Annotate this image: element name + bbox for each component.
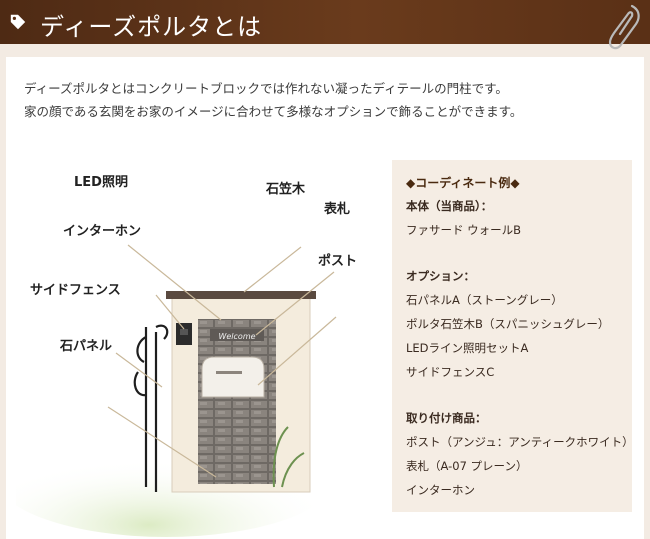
body-heading: 本体（当商品）： (406, 199, 493, 213)
callout-hyosatsu: 表札 (324, 202, 351, 217)
callout-post: ポスト (318, 254, 358, 269)
content-panel: ディーズポルタとはコンクリートブロックでは作れない凝ったディテールの門柱です。 … (6, 57, 644, 539)
install-heading: 取り付け商品： (406, 411, 487, 425)
install-item: 表札（A-07 プレーン） (406, 459, 528, 473)
callout-led: LED照明 (74, 175, 128, 190)
callout-side-fence: サイドフェンス (30, 283, 121, 298)
side-fence (133, 324, 169, 492)
tag-icon (10, 14, 26, 30)
nameplate: Welcome (218, 332, 255, 341)
option-item: LEDライン照明セットA (406, 341, 529, 355)
option-item: サイドフェンスC (406, 365, 495, 379)
coordinate-title: ◆コーディネート例◆ (406, 176, 520, 190)
option-item: 石パネルA（ストーングレー） (406, 293, 563, 307)
option-heading: オプション： (406, 269, 475, 283)
gate-pillar-illustration: Welcome (16, 244, 337, 537)
option-item: ポルタ石笠木B（スパニッシュグレー） (406, 317, 610, 331)
intro-text: ディーズポルタとはコンクリートブロックでは作れない凝ったディテールの門柱です。 … (24, 77, 522, 123)
mailbox (201, 356, 265, 398)
section-header: ディーズポルタとは (0, 0, 650, 44)
section-title: ディーズポルタとは (40, 13, 263, 41)
body-item: ファサード ウォールB (406, 223, 522, 237)
callout-intercom: インターホン (63, 224, 142, 239)
install-item: インターホン (406, 483, 475, 497)
install-item: ポスト（アンジュ：アンティークホワイト） (406, 435, 634, 449)
intro-line: ディーズポルタとはコンクリートブロックでは作れない凝ったディテールの門柱です。 (24, 81, 508, 96)
intro-line: 家の顔である玄関をお家のイメージに合わせて多様なオプションで飾ることができます。 (24, 104, 523, 119)
stone-panel (198, 319, 276, 484)
paperclip-icon (608, 4, 640, 50)
coordinate-example-box: ◆コーディネート例◆ 本体（当商品）： ファサード ウォールB オプション： 石… (392, 160, 634, 512)
pillar-cap (166, 291, 316, 299)
callout-kasagi: 石笠木 (266, 182, 306, 197)
callout-stone-panel: 石パネル (60, 339, 113, 354)
